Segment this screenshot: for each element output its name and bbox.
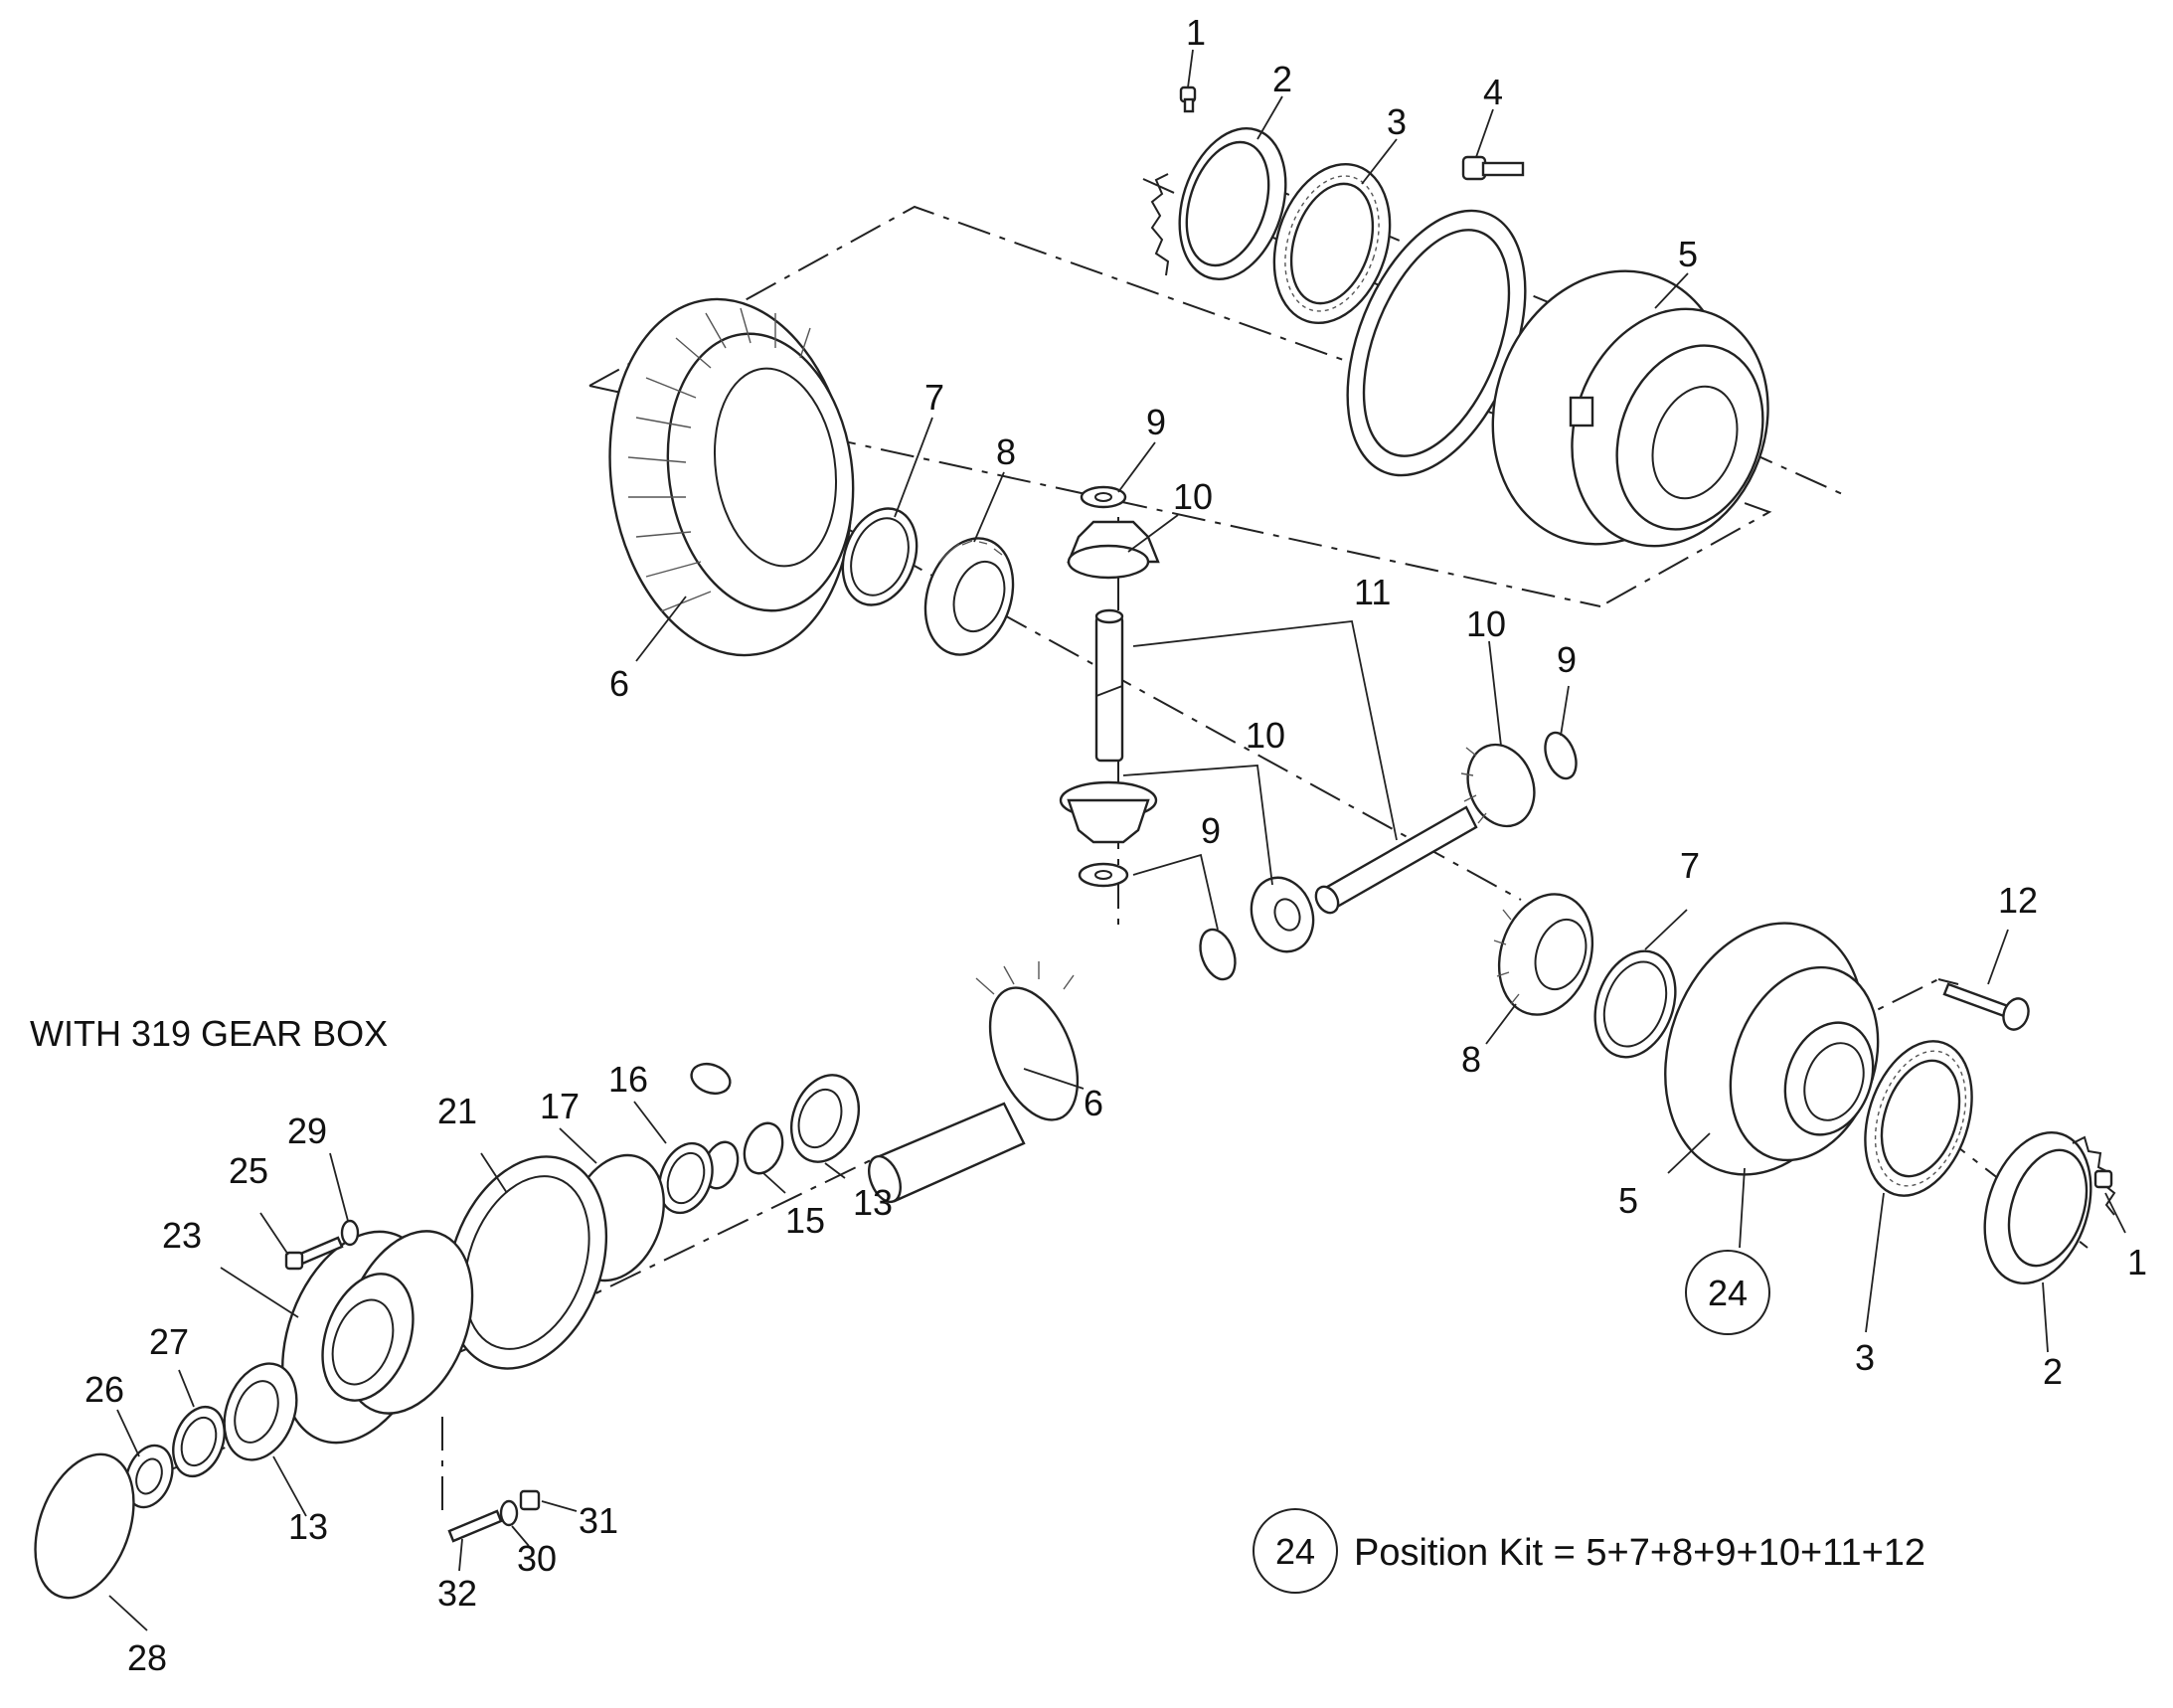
- callout-29: 29: [287, 1110, 327, 1151]
- kit-note-number: 24: [1275, 1531, 1315, 1572]
- callout-12: 12: [1998, 880, 2038, 921]
- callout-6-top: 6: [609, 663, 629, 704]
- part-7-thrust-washer-lower: [1593, 949, 1677, 1059]
- part-8-side-gear-top: [923, 537, 1015, 656]
- part-gasket-ring-top: [1346, 209, 1527, 477]
- callout-8-top: 8: [996, 431, 1016, 472]
- part-26-pinion-nut: [124, 1444, 174, 1509]
- part-10-pinion-gear-upper: [1067, 520, 1160, 580]
- callout-10-lower: 10: [1246, 715, 1285, 756]
- callout-32: 32: [437, 1573, 477, 1614]
- part-9-pinion-washer-center: [1199, 928, 1237, 981]
- part-10-pinion-gear-lower: [1059, 780, 1158, 844]
- part-9-pinion-washer-lower: [1078, 862, 1129, 888]
- part-6-crown-ring-gear: [608, 297, 855, 657]
- callout-1-top: 1: [1186, 12, 1206, 53]
- position-kit-note: 24 Position Kit = 5+7+8+9+10+11+12: [1253, 1508, 1925, 1594]
- callout-6-lower: 6: [1084, 1083, 1103, 1123]
- callout-24: 24: [1708, 1273, 1748, 1313]
- part-5-differential-case-lower: [1664, 922, 1880, 1176]
- part-21-flange-gasket: [445, 1155, 608, 1370]
- callout-5-top: 5: [1678, 234, 1698, 274]
- callout-4: 4: [1483, 72, 1503, 112]
- callout-3-top: 3: [1387, 101, 1407, 142]
- part-31-nut: [519, 1489, 541, 1511]
- part-10-pinion-gear-center: [1250, 876, 1315, 953]
- callout-16: 16: [608, 1059, 648, 1100]
- part-25-bolt: [284, 1236, 344, 1271]
- part-2-adjusting-ring-top: [1150, 127, 1287, 280]
- callout-10-top: 10: [1173, 476, 1213, 517]
- callout-15: 15: [785, 1200, 825, 1241]
- callout-9-right: 9: [1557, 639, 1577, 680]
- callout-13-lower: 13: [288, 1506, 328, 1547]
- part-8-side-gear-lower: [1493, 893, 1594, 1016]
- callout-27: 27: [149, 1321, 189, 1362]
- part-10-pinion-gear-right: [1460, 743, 1536, 828]
- part-16-seal: [658, 1141, 714, 1215]
- kit-24-circle-marker: 24: [1685, 1250, 1770, 1335]
- callout-26: 26: [84, 1369, 124, 1410]
- callout-28: 28: [127, 1637, 167, 1678]
- part-3-taper-bearing-top: [1272, 162, 1392, 325]
- callout-13-upper: 13: [853, 1182, 893, 1223]
- callout-3-lower: 3: [1855, 1337, 1875, 1378]
- callout-9-top: 9: [1146, 402, 1166, 442]
- part-23-pinion-carrier-housing: [281, 1230, 474, 1445]
- kit-note-text: Position Kit = 5+7+8+9+10+11+12: [1354, 1532, 1925, 1574]
- part-2-adjusting-ring-lower: [1983, 1131, 2116, 1284]
- part-29-washer: [340, 1219, 360, 1247]
- callout-2-lower: 2: [2043, 1351, 2063, 1392]
- leader-lines: [108, 49, 2126, 1631]
- callout-1-lower: 1: [2127, 1242, 2147, 1282]
- callout-23: 23: [162, 1215, 202, 1256]
- part-11-cross-shaft-vertical: [1094, 608, 1124, 763]
- callout-2-top: 2: [1272, 59, 1292, 99]
- part-13-pinion-bearing-upper: [790, 1074, 860, 1163]
- part-6-drive-pinion: [868, 961, 1080, 1204]
- callout-5-lower: 5: [1618, 1180, 1638, 1221]
- part-11-cross-shaft-horizontal: [1314, 805, 1478, 915]
- callout-7-top: 7: [924, 377, 944, 418]
- part-12-case-bolt: [1942, 982, 2030, 1031]
- callout-25: 25: [229, 1150, 268, 1191]
- part-30-washer: [499, 1499, 519, 1527]
- callout-21: 21: [437, 1091, 477, 1131]
- part-32-stud: [447, 1509, 503, 1543]
- gear-box-caption: WITH 319 GEAR BOX: [30, 1013, 388, 1054]
- part-1-set-screw-lower: [2093, 1169, 2113, 1189]
- callout-31: 31: [579, 1500, 618, 1541]
- part-3-taper-bearing-lower: [1864, 1040, 1973, 1197]
- callout-17: 17: [540, 1086, 580, 1126]
- part-9-pinion-washer-upper: [1080, 485, 1127, 509]
- part-1-set-screw-top: [1179, 85, 1197, 113]
- callout-10-right: 10: [1466, 603, 1506, 644]
- callout-8-lower: 8: [1461, 1039, 1481, 1080]
- callout-labels: 1 2 3 4 5 6 7 8 9 10 11 10 9 10 9 7 12 8…: [84, 12, 2147, 1678]
- part-13-pinion-bearing-lower: [223, 1362, 298, 1461]
- callout-11: 11: [1354, 572, 1391, 612]
- part-5-differential-case-top: [1491, 269, 1769, 548]
- part-9-pinion-washer-right: [1544, 731, 1578, 780]
- callout-9-lower: 9: [1201, 810, 1221, 851]
- callout-30: 30: [517, 1538, 557, 1579]
- part-27-spacer: [172, 1405, 226, 1478]
- callout-7-lower: 7: [1680, 845, 1700, 886]
- part-4-bolt: [1461, 155, 1525, 181]
- part-28-cover-ring: [34, 1452, 135, 1600]
